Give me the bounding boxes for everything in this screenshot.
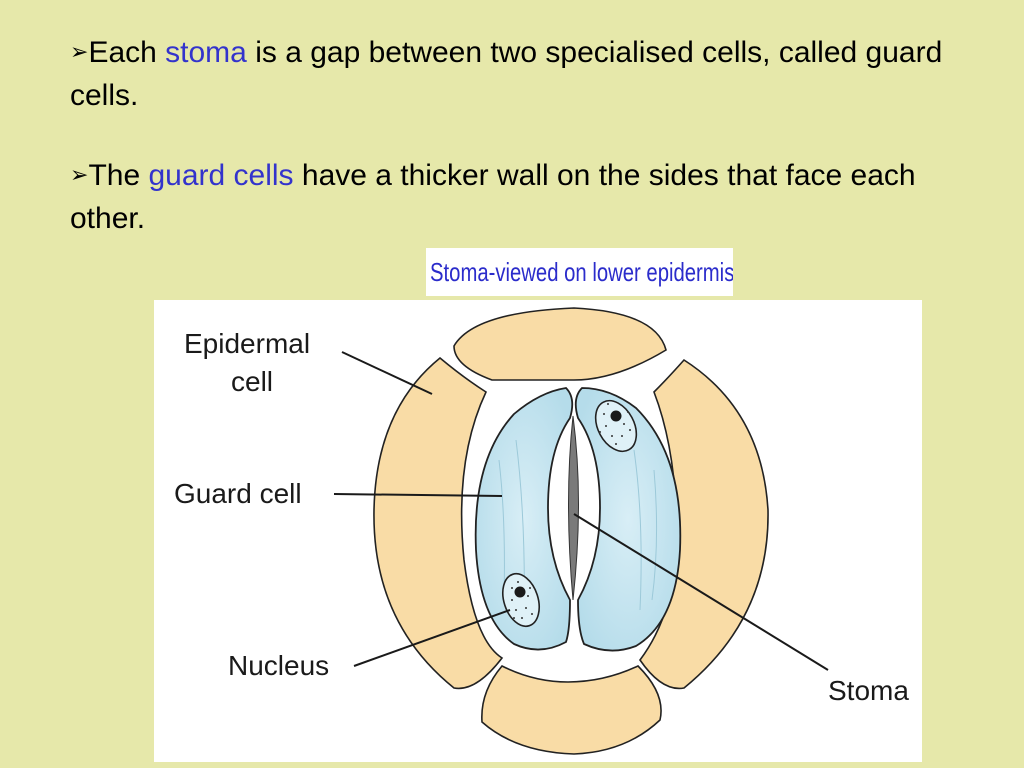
epidermal-cell-left <box>373 356 504 690</box>
label-epidermal-line1: Epidermal <box>184 328 311 359</box>
epidermal-cell-bottom <box>481 665 662 755</box>
leader-stoma <box>573 513 829 671</box>
highlight-guard-cells: guard cells <box>148 159 294 192</box>
label-guard-cell: Guard cell <box>174 478 302 509</box>
bullet-arrow-icon: ➢ <box>70 163 89 188</box>
epidermal-cells <box>373 307 769 755</box>
figure-caption: Stoma​-viewed on lower epidermis <box>430 256 733 287</box>
bullet-text-end: have a thicker wall on the sides that fa… <box>70 159 916 235</box>
bullet-text-start: Each <box>88 36 166 69</box>
epidermal-cell-right <box>639 358 769 690</box>
nucleus-right <box>594 399 638 453</box>
bullet-text-start: The <box>88 159 149 192</box>
figure-caption-box: Stoma​-viewed on lower epidermis <box>426 248 733 296</box>
nucleus-left <box>502 572 540 628</box>
label-nucleus: Nucleus <box>228 650 330 681</box>
leader-epidermal <box>341 351 433 395</box>
leader-lines <box>333 351 829 671</box>
bullet-text-end: is a gap between two specialised cells, … <box>70 36 943 112</box>
label-epidermal-line2: cell <box>231 366 274 397</box>
bullet-arrow-icon: ➢ <box>70 40 89 65</box>
leader-guard-cell <box>333 493 503 497</box>
bullet-stoma: ➢Each stoma is a gap between two special… <box>70 33 990 116</box>
epidermal-cell-top <box>453 307 667 381</box>
leader-nucleus <box>353 609 511 667</box>
highlight-stoma: stoma <box>165 36 247 69</box>
stoma-pore <box>568 415 579 601</box>
bullet-guard-cells: ➢The guard cells have a thicker wall on … <box>70 156 990 239</box>
guard-cell-left <box>474 387 574 651</box>
stoma-diagram: Epidermal cell Guard cell Nucleus Stoma <box>154 300 922 762</box>
label-stoma: Stoma <box>828 675 909 706</box>
stoma-illustration <box>333 307 829 755</box>
